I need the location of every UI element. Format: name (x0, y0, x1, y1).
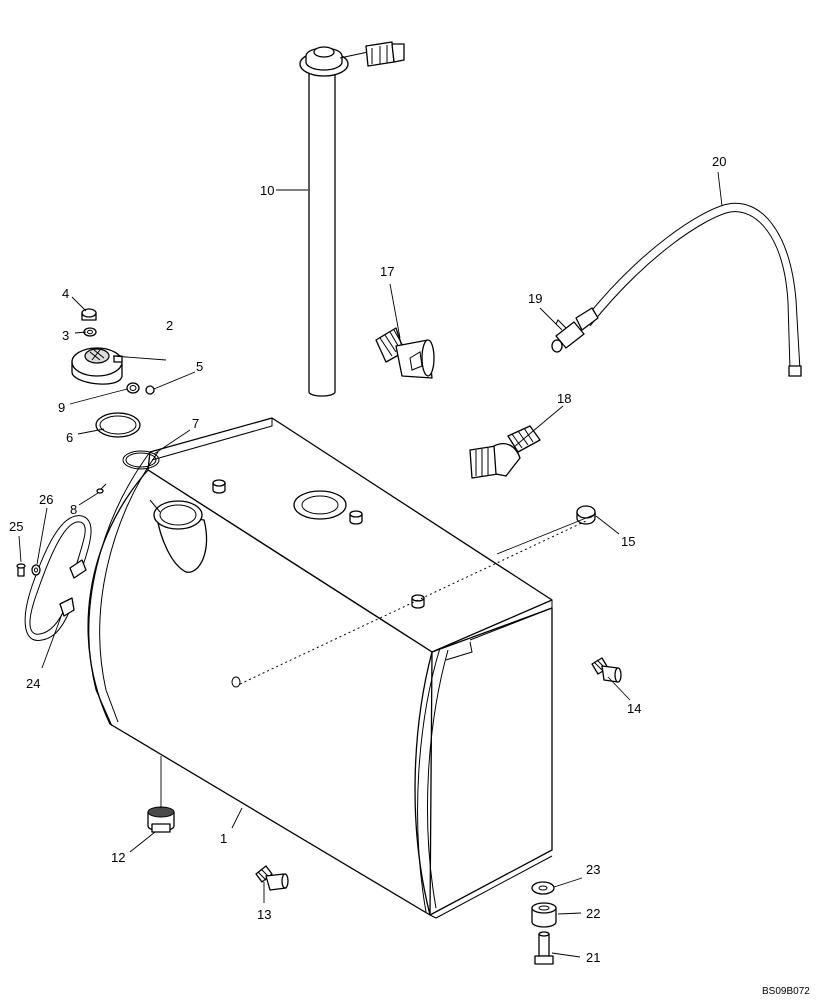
callout-9: 9 (58, 400, 65, 415)
vent-tube-24 (24, 515, 92, 641)
callout-4: 4 (62, 286, 69, 301)
filler-cap-2 (71, 347, 123, 385)
bolt-25 (16, 563, 26, 577)
callout-13: 13 (257, 907, 271, 922)
cap-screw-9 (126, 382, 140, 394)
callout-14: 14 (627, 701, 641, 716)
clip-8 (96, 483, 107, 494)
elbow-fitting-14 (591, 657, 622, 683)
callout-10: 10 (260, 183, 274, 198)
fuel-level-sender (299, 41, 405, 397)
callout-18: 18 (557, 391, 571, 406)
callout-labels: 1 2 3 4 5 6 7 8 9 10 12 13 14 15 17 18 1… (9, 154, 726, 965)
washer-26 (31, 564, 41, 576)
callout-26: 26 (39, 492, 53, 507)
callout-25: 25 (9, 519, 23, 534)
callout-22: 22 (586, 906, 600, 921)
elbow-fitting-17 (375, 327, 435, 379)
callout-6: 6 (66, 430, 73, 445)
plug-15 (576, 505, 596, 525)
callout-21: 21 (586, 950, 600, 965)
callout-24: 24 (26, 676, 40, 691)
callout-15: 15 (621, 534, 635, 549)
leader-lines (18, 171, 723, 958)
filler-neck (149, 499, 208, 573)
callout-5: 5 (196, 359, 203, 374)
callout-3: 3 (62, 328, 69, 343)
tank-boss (212, 479, 226, 494)
spacer-22 (531, 902, 557, 928)
tank-boss (349, 510, 363, 525)
callout-2: 2 (166, 318, 173, 333)
fuel-tank (87, 417, 553, 919)
drawing-reference-code: BS09B072 (762, 986, 810, 997)
callout-17: 17 (380, 264, 394, 279)
callout-7: 7 (192, 416, 199, 431)
hidden-port (231, 676, 241, 688)
callout-1: 1 (220, 831, 227, 846)
drain-plug-12 (147, 806, 175, 833)
ball-valve-19 (551, 307, 599, 353)
screw-5 (145, 385, 155, 395)
callout-23: 23 (586, 862, 600, 877)
cap-nut-4 (81, 308, 97, 321)
washer-23 (531, 881, 555, 895)
callout-20: 20 (712, 154, 726, 169)
sender-flange-ring (293, 490, 347, 520)
bolt-21 (534, 931, 554, 965)
callout-8: 8 (70, 502, 77, 517)
callout-19: 19 (528, 291, 542, 306)
tank-boss (411, 594, 425, 609)
retaining-ring-7 (122, 450, 160, 470)
elbow-fitting-13 (255, 865, 289, 891)
gasket-6 (95, 412, 141, 438)
hose-assembly-20 (551, 202, 802, 377)
callout-12: 12 (111, 850, 125, 865)
